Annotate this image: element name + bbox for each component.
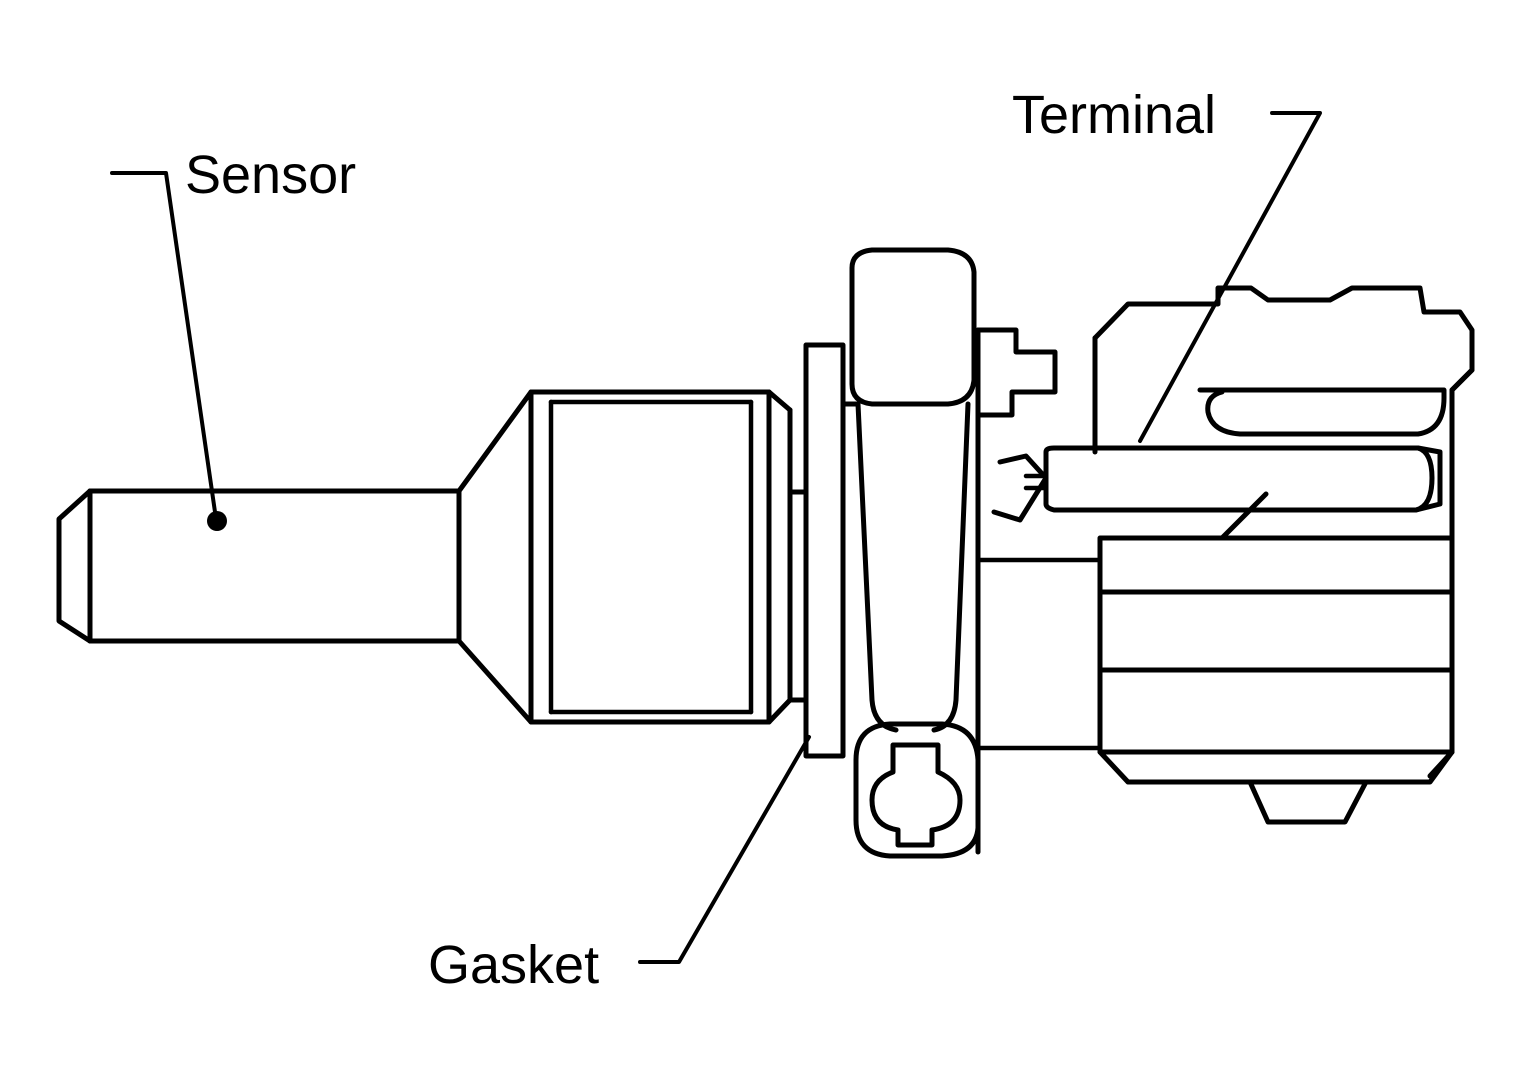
callout-gasket: Gasket [428,735,811,995]
threaded-body-face-top-chamfer [766,389,793,413]
connector-housing [975,285,1475,855]
callout-sensor: Sensor [110,145,356,531]
hex-nut-waist-left [855,401,899,733]
sensor-tip-chamfer [56,488,93,644]
housing-upper-curved-shelf [1197,387,1447,437]
hex-nut-waist-right [931,401,971,733]
gasket-label: Gasket [428,935,599,995]
sensor-leader-line [110,171,217,514]
terminal-label: Terminal [1012,85,1216,145]
terminal-tab-notch [1023,473,1049,491]
housing-top-contour [1092,285,1475,393]
connector-bottom-skirt [1097,749,1455,785]
terminal-blade-body [1043,445,1435,513]
sensor-shaft [87,488,462,644]
callout-terminal: Terminal [1012,85,1322,443]
keyhole-opening [869,742,963,848]
connector-diagonal-edge [1219,491,1269,541]
gasket-leader-line [638,735,811,964]
threaded-body [528,389,793,725]
terminal-leader-line [1138,111,1322,443]
hex-nut [840,247,981,859]
bottom-locking-tab [1247,779,1369,825]
taper-top-edge [456,389,534,494]
sensor-taper [456,389,534,725]
taper-bottom-edge [456,638,534,725]
threaded-body-outline [528,389,772,725]
connector-top-step-notch [975,327,1058,418]
gasket-flange-plate [803,342,846,759]
threaded-body-face-bottom-chamfer [766,697,793,725]
gasket-flange [787,342,846,759]
terminal-blade-end-cap [1413,445,1443,513]
sensor-leader-dot [207,511,227,531]
connector-block-outline [1097,535,1455,755]
sensor-label: Sensor [185,145,356,205]
hex-nut-top-lobe [849,247,977,407]
sensor-probe-tip [56,488,93,644]
connector-ribs [1097,491,1455,825]
terminal-blade [991,445,1443,523]
